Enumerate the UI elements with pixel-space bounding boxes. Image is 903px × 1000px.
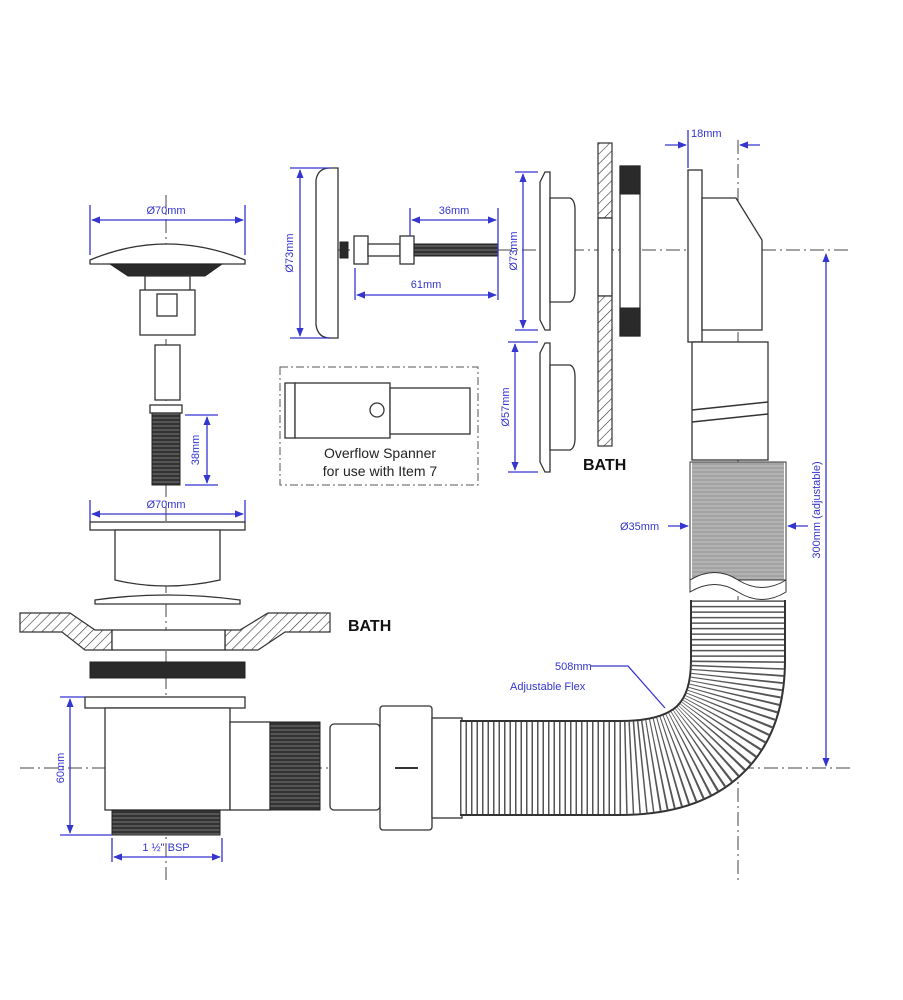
- overflow-washer: [619, 165, 641, 337]
- waste-body: [84, 696, 321, 836]
- side-plate-diameter-dimension: Ø73mm: [284, 167, 330, 339]
- flex-diameter-dimension: Ø35mm: [620, 521, 808, 533]
- svg-text:38mm: 38mm: [190, 435, 202, 466]
- svg-text:1 ½" BSP: 1 ½" BSP: [142, 842, 189, 854]
- waste-flange-dimension: Ø70mm: [89, 499, 246, 522]
- svg-text:300mm (adjustable): 300mm (adjustable): [811, 461, 823, 558]
- svg-text:Ø70mm: Ø70mm: [146, 499, 185, 511]
- overflow-height-dimension: 300mm (adjustable): [811, 253, 830, 767]
- svg-text:36mm: 36mm: [439, 205, 470, 217]
- svg-text:61mm: 61mm: [411, 279, 442, 291]
- plug-diameter-dimension: Ø70mm: [89, 205, 246, 255]
- waste-flange: [89, 521, 246, 605]
- waste-thread-dimension: 1 ½" BSP: [111, 838, 223, 862]
- plug-thread-dimension: 38mm: [185, 414, 218, 486]
- waste-washer: [89, 661, 246, 679]
- click-clack-plug: [89, 243, 246, 486]
- svg-text:BATH: BATH: [583, 457, 626, 474]
- svg-text:BATH: BATH: [348, 618, 391, 635]
- svg-text:for use with Item 7: for use with Item 7: [323, 463, 438, 479]
- svg-text:Overflow Spanner: Overflow Spanner: [324, 445, 436, 461]
- svg-text:Ø73mm: Ø73mm: [284, 233, 296, 272]
- svg-text:Adjustable Flex: Adjustable Flex: [510, 681, 586, 693]
- svg-text:Ø70mm: Ø70mm: [146, 205, 185, 217]
- flex-connector: [329, 705, 463, 831]
- svg-text:508mm: 508mm: [555, 661, 592, 673]
- overflow-spanner: Overflow Spanner for use with Item 7: [279, 366, 479, 486]
- bolt-dimensions: 36mm 61mm: [354, 205, 499, 300]
- svg-text:Ø57mm: Ø57mm: [500, 387, 512, 426]
- overflow-offset-dimension: 18mm: [665, 128, 760, 168]
- bath-wall-section: BATH: [583, 142, 626, 474]
- overflow-plate-dimensions: Ø73mm Ø57mm: [500, 171, 538, 473]
- svg-text:60mm: 60mm: [55, 753, 67, 784]
- waste-height-dimension: 60mm: [55, 696, 112, 836]
- svg-text:Ø35mm: Ø35mm: [620, 521, 659, 533]
- overflow-faceplate-side: [315, 167, 499, 339]
- svg-text:Ø73mm: Ø73mm: [508, 231, 520, 270]
- svg-text:18mm: 18mm: [691, 128, 722, 140]
- bath-bottom-section: BATH: [19, 612, 391, 651]
- flex-label: 508mm Adjustable Flex: [510, 661, 666, 709]
- overflow-body: [687, 169, 769, 461]
- overflow-faceplates: [539, 171, 576, 473]
- adjustable-flex-hose: [460, 461, 787, 816]
